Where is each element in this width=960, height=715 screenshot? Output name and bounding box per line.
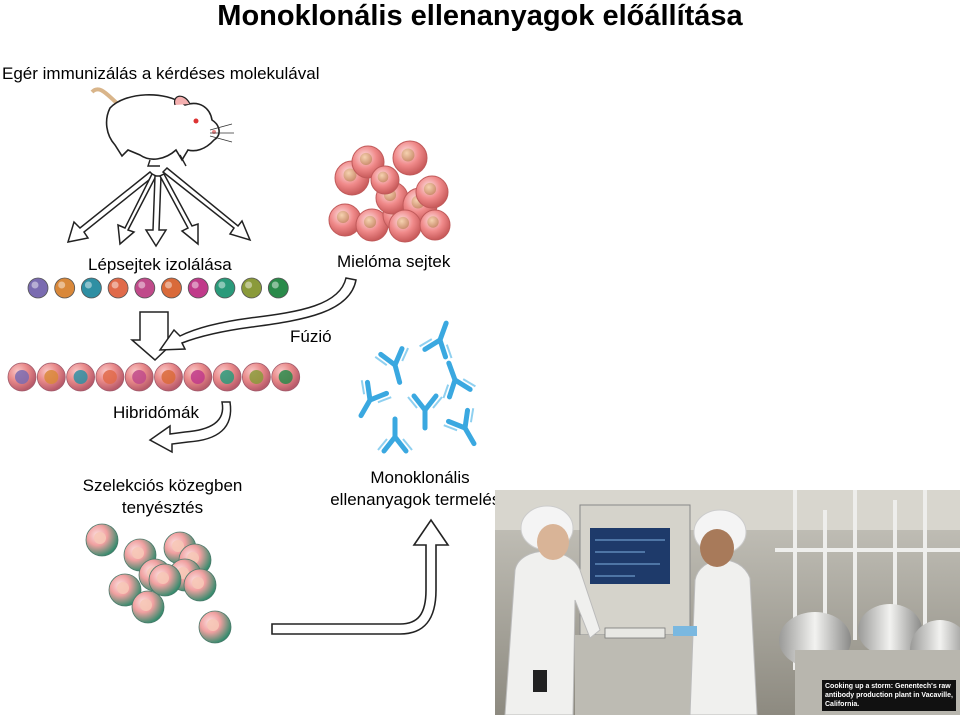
- mouse-icon: [90, 87, 234, 167]
- cell-nucleus: [117, 582, 129, 594]
- antibody-icon: [419, 320, 453, 360]
- cell-nucleus: [396, 216, 410, 230]
- label-mab-production: Monoklonális ellenanyagok termelése: [330, 468, 510, 509]
- cell-nucleus: [401, 148, 415, 162]
- cell-nucleus: [192, 577, 204, 589]
- cell-nucleus: [423, 182, 437, 196]
- cell-nucleus: [157, 572, 169, 584]
- cell-nucleus: [220, 370, 235, 384]
- injection-arrows: [66, 166, 252, 248]
- page-title: Monoklonális ellenanyagok előállítása: [217, 0, 743, 32]
- spleen-cell: [267, 277, 289, 299]
- spleen-cell: [214, 277, 236, 299]
- cell-highlight: [31, 281, 39, 289]
- cell-nucleus: [207, 619, 219, 631]
- cell-highlight: [271, 281, 279, 289]
- cell-highlight: [245, 281, 253, 289]
- cell-nucleus: [363, 215, 377, 229]
- cell-nucleus: [140, 599, 152, 611]
- spleen-cell: [187, 277, 209, 299]
- cell-highlight: [58, 281, 66, 289]
- cell-nucleus: [249, 370, 264, 384]
- selected-cell-cluster: [85, 523, 232, 644]
- selection-arrow: [148, 401, 232, 454]
- label-selection-culture: Szelekciós közegben tenyésztés: [82, 476, 243, 517]
- cell-nucleus: [190, 370, 205, 384]
- cell-nucleus: [172, 540, 184, 552]
- cell-nucleus: [44, 370, 59, 384]
- production-plant-illustration: [495, 490, 960, 715]
- label-fusion: Fúzió: [290, 327, 332, 346]
- spleen-cell: [161, 277, 182, 299]
- spleen-cell: [241, 277, 263, 299]
- cell-nucleus: [161, 370, 176, 384]
- cell-nucleus: [15, 370, 29, 384]
- cell-highlight: [218, 281, 226, 289]
- antibody-icon: [443, 407, 477, 447]
- label-immunization: Egér immunizálás a kérdéses molekulával: [2, 64, 320, 83]
- label-hybridomas: Hibridómák: [113, 403, 199, 422]
- cell-nucleus: [427, 216, 439, 228]
- label-spleen-cells: Lépsejtek izolálása: [88, 255, 232, 274]
- antibody-icon: [407, 393, 443, 431]
- hybridoma-row: [7, 362, 301, 392]
- label-myeloma-cells: Mielóma sejtek: [337, 252, 451, 271]
- spleen-cell: [134, 277, 156, 299]
- cell-nucleus: [343, 168, 357, 182]
- cell-nucleus: [73, 370, 88, 384]
- cell-highlight: [84, 281, 92, 289]
- cell-nucleus: [132, 370, 147, 384]
- spleen-cell-row: [27, 277, 289, 299]
- myeloma-cell-cluster: [328, 140, 451, 243]
- fusion-arrows: [129, 277, 357, 362]
- cell-highlight: [165, 281, 172, 289]
- antibody-icon: [442, 360, 476, 400]
- cell-nucleus: [132, 547, 144, 559]
- antibody-icon: [358, 379, 392, 419]
- antibody-icon: [374, 346, 409, 385]
- cell-nucleus: [94, 532, 106, 544]
- cell-highlight: [111, 281, 119, 289]
- cell-highlight: [191, 281, 199, 289]
- photo-caption: Cooking up a storm: Genentech's raw anti…: [822, 680, 956, 711]
- spleen-cell: [81, 277, 102, 299]
- cell-nucleus: [336, 210, 350, 224]
- cell-highlight: [138, 281, 146, 289]
- cell-nucleus: [377, 171, 389, 183]
- spleen-cell: [107, 277, 129, 299]
- production-arrow: [271, 518, 450, 635]
- cell-nucleus: [359, 152, 373, 166]
- spleen-cell: [27, 277, 49, 299]
- production-plant-photo: Cooking up a storm: Genentech's raw anti…: [495, 490, 960, 715]
- antibody-icon: [377, 416, 413, 454]
- cell-nucleus: [278, 370, 293, 384]
- spleen-cell: [54, 277, 76, 299]
- antibody-group: [358, 320, 477, 454]
- cell-nucleus: [102, 370, 117, 384]
